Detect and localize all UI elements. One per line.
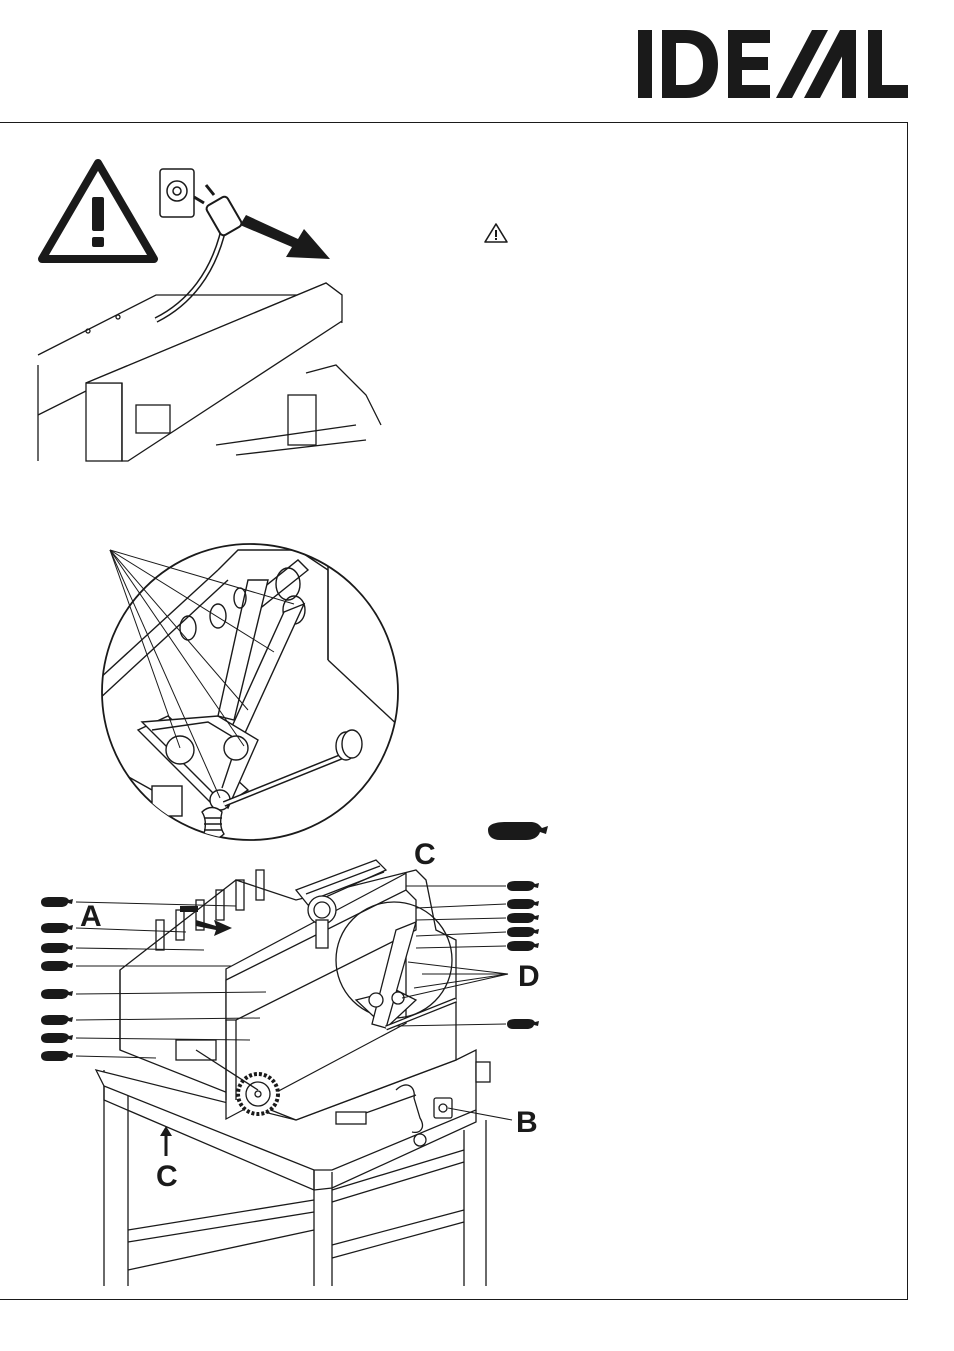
oil-can-icon — [506, 880, 540, 892]
oil-can-icon — [40, 960, 74, 972]
figure-lubrication-detail — [98, 540, 403, 845]
label-c-top: C — [414, 840, 436, 870]
oil-can-icon — [506, 940, 540, 952]
label-b: B — [516, 1108, 538, 1138]
oil-can-icon — [506, 912, 540, 924]
oil-can-icon — [40, 988, 74, 1000]
pull-arrow-icon — [240, 215, 330, 259]
power-plug-icon — [156, 185, 243, 320]
machine-arrow-up-icon — [160, 1126, 172, 1156]
oil-can-icon — [40, 896, 74, 908]
label-a: A — [80, 902, 102, 932]
machine-top-drawing — [38, 283, 381, 461]
wall-socket-icon — [160, 169, 194, 217]
warning-triangle-icon — [42, 163, 154, 259]
oil-can-icon — [486, 820, 550, 842]
oil-can-icon — [40, 942, 74, 954]
oil-can-icon — [40, 1032, 74, 1044]
warning-triangle-icon-small — [483, 222, 509, 244]
label-d: D — [518, 962, 540, 992]
oil-can-icon — [506, 926, 540, 938]
ideal-logo — [636, 28, 910, 100]
oil-can-icon — [40, 1050, 74, 1062]
figure-unplug — [36, 155, 386, 465]
label-c-bottom: C — [156, 1162, 178, 1192]
oil-can-icon — [40, 1014, 74, 1026]
figure-machine-overview — [36, 850, 556, 1290]
oil-can-icon — [506, 898, 540, 910]
oil-can-icon — [40, 922, 74, 934]
gear-wheel-icon — [238, 1074, 278, 1114]
oil-can-icon — [506, 1018, 540, 1030]
